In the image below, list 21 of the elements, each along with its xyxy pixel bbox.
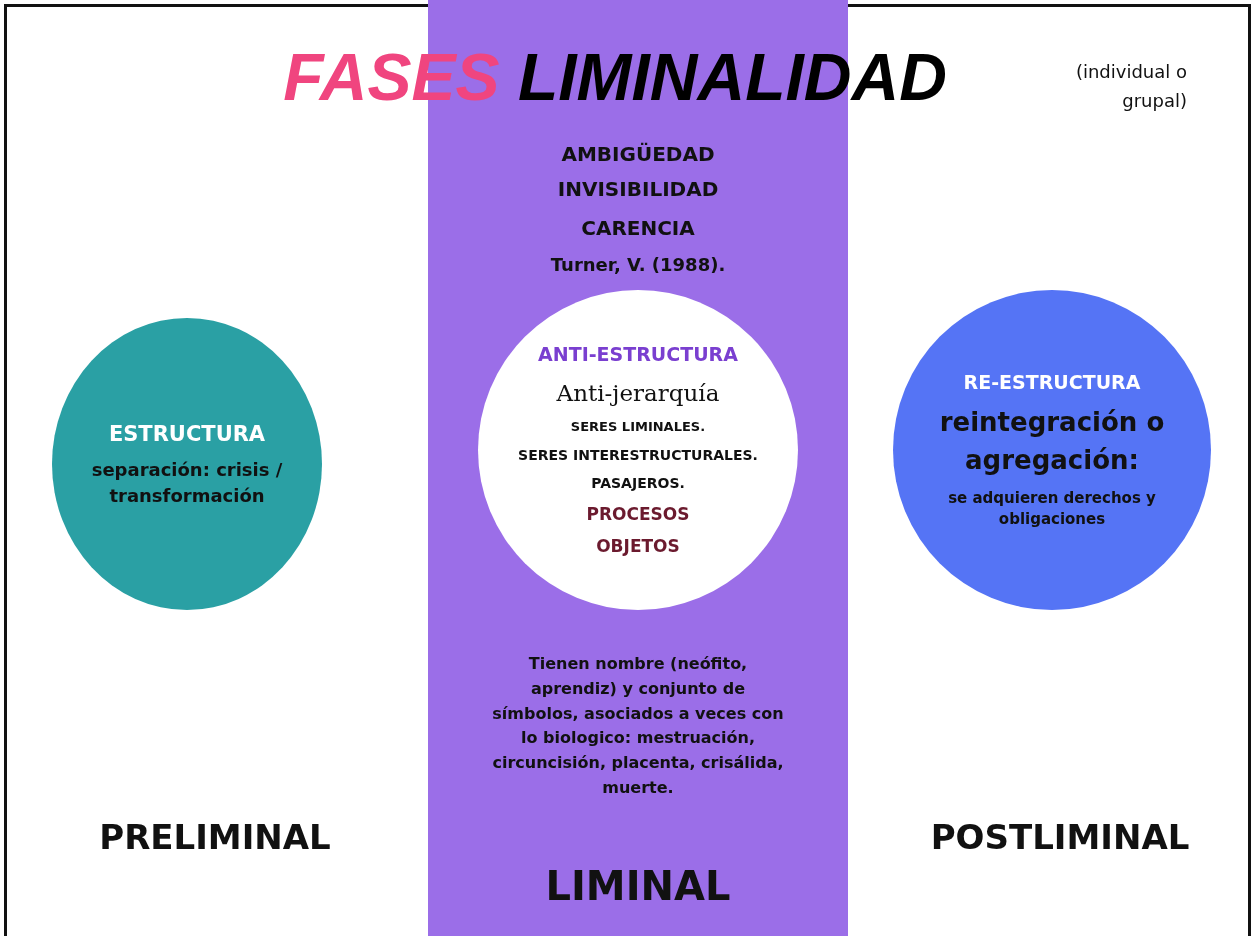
list-item: OBJETOS: [596, 535, 680, 559]
keyword: INVISIBILIDAD: [556, 177, 720, 201]
phase-description: reintegración o agregación:: [938, 406, 1166, 477]
phase-name: PRELIMINAL: [98, 816, 332, 859]
phase-heading: ANTI-ESTRUCTURA: [538, 342, 738, 368]
note: (individual o grupal): [1074, 60, 1187, 113]
phase-description: se adquieren derechos y obligaciones: [947, 487, 1157, 531]
keyword: AMBIGÜEDAD: [560, 142, 716, 166]
phase-subtitle: Anti-jerarquía: [556, 378, 720, 408]
list-item: PROCESOS: [586, 502, 690, 526]
phase-name: POSTLIMINAL: [929, 816, 1191, 859]
phase-heading: RE-ESTRUCTURA: [963, 369, 1141, 395]
list-item: SERES LIMINALES.: [570, 418, 706, 437]
list-item: PASAJEROS.: [591, 474, 685, 494]
description: Tienen nombre (neófito, aprendiz) y conjunto de símbolos, asociados a veces con lo biologico: mestruación, circuncisión, placenta, crisálida, muerte.: [491, 653, 785, 799]
phase-name: LIMINAL: [544, 862, 732, 910]
phase-heading: ESTRUCTURA: [108, 420, 266, 448]
citation: Turner, V. (1988).: [549, 254, 727, 276]
list-item: SERES INTERESTRUCTURALES.: [518, 445, 758, 465]
keyword: CARENCIA: [580, 216, 696, 240]
phase-description: separación: crisis / transformación: [90, 458, 284, 509]
